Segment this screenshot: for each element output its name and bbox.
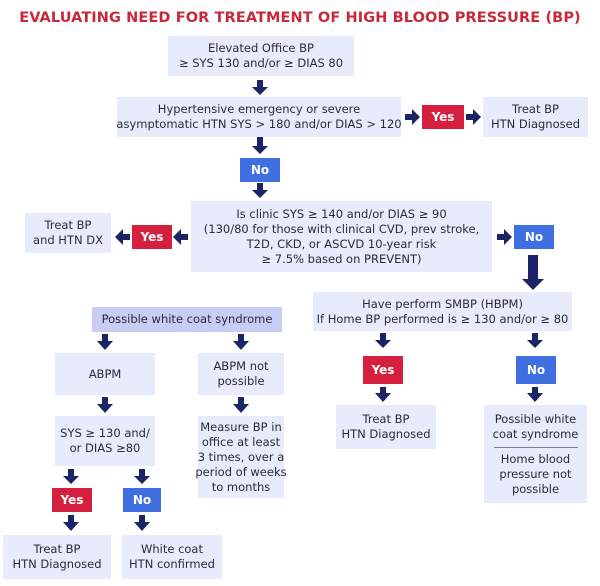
box-line: Treat BP [512, 102, 559, 116]
box-line: ABPM [88, 366, 122, 381]
box-line: T2D, CKD, or ASCVD 10-year risk [246, 236, 437, 251]
box-line: Hypertensive emergency or severe [157, 102, 361, 116]
no-badge: No [514, 225, 554, 249]
box-line: possible [217, 374, 265, 388]
sys-check-box: SYS ≥ 130 and/ or DIAS ≥80 [55, 416, 155, 466]
arrow-down-icon [97, 334, 113, 350]
box-line: Possible white [494, 411, 577, 426]
box-line: Elevated Office BP [208, 41, 314, 55]
box-line: Is clinic SYS ≥ 140 and/or DIAS ≥ 90 [236, 206, 447, 221]
box-line: Have perform SMBP (HBPM) [362, 296, 523, 311]
arrow-down-icon [252, 183, 268, 198]
box-line: (130/80 for those with clinical CVD, pre… [203, 221, 480, 236]
box-line: SYS ≥ 130 and/ [60, 426, 150, 440]
box-line: period of weeks [195, 464, 287, 479]
box-line: possible [511, 481, 560, 496]
arrow-down-icon [252, 80, 268, 95]
box-line: pressure not [499, 466, 572, 481]
box-line: ABPM not [213, 359, 269, 373]
divider [493, 446, 578, 448]
arrow-down-icon [233, 334, 249, 350]
box-line: to months [211, 479, 271, 494]
arrow-down-icon [375, 387, 391, 402]
yes-badge: Yes [422, 105, 464, 129]
yes-badge: Yes [52, 488, 92, 512]
box-line: and HTN DX [33, 233, 103, 247]
box-line: If Home BP performed is ≥ 130 and/or ≥ 8… [316, 311, 569, 326]
box-line: HTN confirmed [129, 557, 215, 571]
box-line: coat syndrome [492, 426, 579, 441]
arrow-right-icon [405, 109, 420, 125]
arrow-left-icon [115, 229, 130, 245]
no-badge: No [240, 158, 280, 182]
box-line: Treat BP [362, 412, 410, 426]
clinic-threshold-box: Is clinic SYS ≥ 140 and/or DIAS ≥ 90 (13… [191, 201, 492, 272]
arrow-down-icon [134, 469, 150, 484]
arrow-right-icon [497, 229, 512, 245]
page-title: EVALUATING NEED FOR TREATMENT OF HIGH BL… [19, 10, 581, 26]
no-badge: No [516, 356, 556, 384]
smbp-box: Have perform SMBP (HBPM) If Home BP perf… [313, 292, 572, 331]
yes-badge: Yes [363, 356, 403, 384]
box-line: White coat [140, 542, 203, 556]
abpm-box: ABPM [55, 353, 155, 395]
box-line: HTN Diagnosed [12, 557, 102, 571]
arrow-right-icon [466, 109, 481, 125]
arrow-down-icon [134, 515, 150, 531]
box-line: 3 times, over a [197, 449, 285, 464]
box-line: ≥ SYS 130 and/or ≥ DIAS 80 [178, 56, 344, 70]
box-line: Treat BP [33, 542, 81, 556]
no-badge: No [123, 488, 161, 512]
white-coat-syndrome-box: Possible white coat syndrome [92, 307, 282, 332]
arrow-down-icon [63, 515, 79, 531]
box-line: or DIAS ≥80 [69, 441, 141, 455]
arrow-down-icon [527, 387, 543, 402]
arrow-down-icon [527, 333, 543, 348]
elevated-office-bp-box: Elevated Office BP ≥ SYS 130 and/or ≥ DI… [168, 36, 354, 76]
arrow-down-icon [252, 137, 268, 154]
arrow-down-icon [97, 397, 113, 413]
box-line: asymptomatic HTN SYS > 180 and/or DIAS >… [116, 117, 402, 131]
treat-bp-htn-dx-box: Treat BP and HTN DX [25, 213, 111, 253]
measure-bp-box: Measure BP in office at least 3 times, o… [195, 416, 287, 498]
arrow-down-icon [522, 255, 544, 290]
box-line: ≥ 7.5% based on PREVENT) [261, 251, 422, 266]
box-line: Possible white coat syndrome [101, 312, 273, 326]
treat-bp-htn-diagnosed-box: Treat BP HTN Diagnosed [336, 405, 436, 449]
box-line: Home blood [500, 451, 571, 466]
abpm-not-possible-box: ABPM not possible [198, 353, 284, 395]
arrow-down-icon [375, 333, 391, 348]
box-line: HTN Diagnosed [490, 117, 581, 131]
box-line: Treat BP [44, 218, 92, 232]
hypertensive-emergency-box: Hypertensive emergency or severe asympto… [116, 97, 402, 137]
box-line: office at least [201, 434, 281, 449]
white-coat-confirmed-box: White coat HTN confirmed [122, 535, 222, 579]
arrow-left-icon [173, 229, 188, 245]
treat-bp-htn-diagnosed-box: Treat BP HTN Diagnosed [483, 97, 588, 137]
treat-bp-htn-diagnosed-box: Treat BP HTN Diagnosed [3, 535, 111, 579]
yes-badge: Yes [132, 225, 172, 249]
arrow-down-icon [233, 397, 249, 413]
possible-white-coat-box: Possible white coat syndrome Home blood … [484, 405, 587, 503]
box-line: HTN Diagnosed [341, 427, 431, 441]
box-line: Measure BP in [200, 419, 282, 434]
arrow-down-icon [63, 469, 79, 484]
